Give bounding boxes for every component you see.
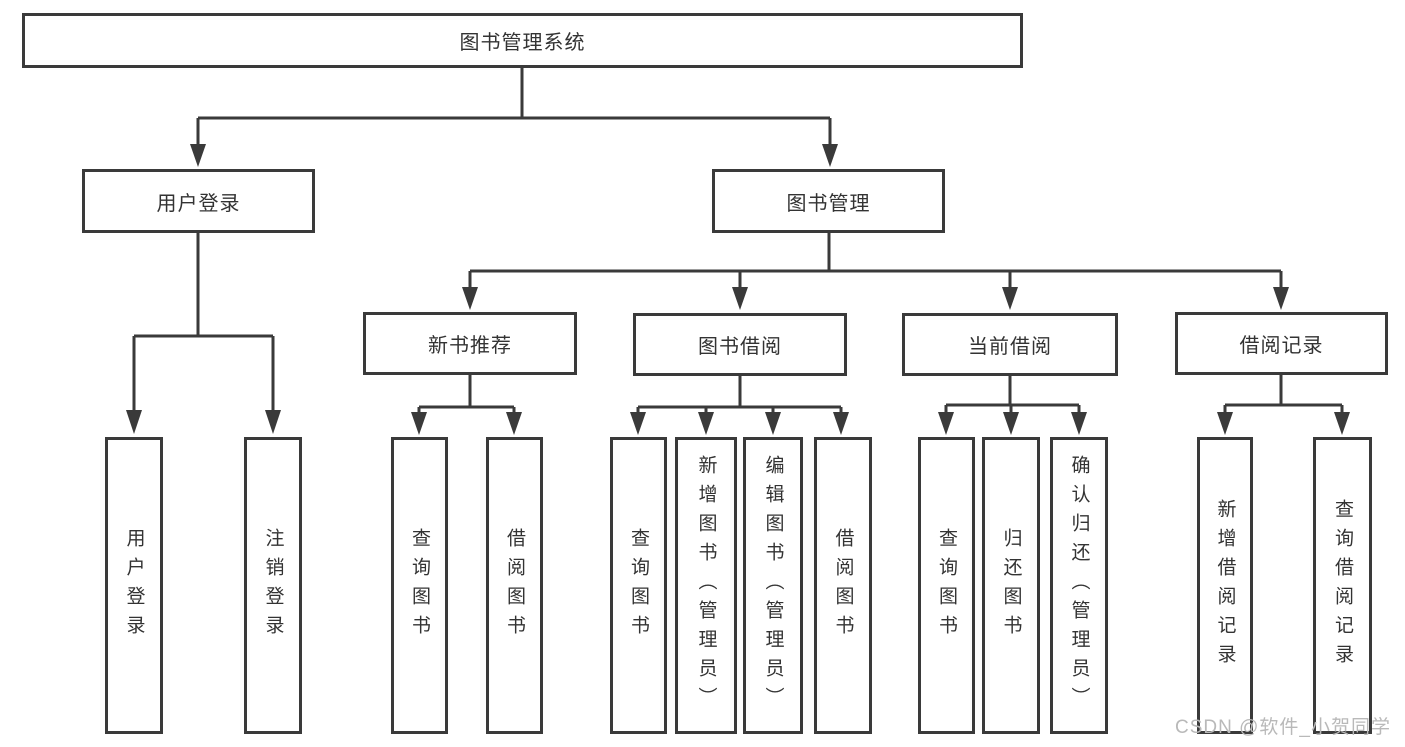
leaf-add-book-admin-label: 新增图书（管理员）: [695, 455, 717, 716]
connector-book-management-children: [462, 233, 1289, 310]
connector-user-login-children: [126, 233, 281, 434]
node-book-management-label: 图书管理: [786, 192, 871, 215]
node-borrow-record: 借阅记录: [1175, 312, 1388, 375]
connector-current-borrow-children: [938, 376, 1087, 435]
node-book-management: 图书管理: [712, 169, 945, 233]
node-root-system: 图书管理系统: [22, 13, 1023, 68]
node-root-label: 图书管理系统: [459, 32, 586, 54]
leaf-borrow-query-book-label: 查询图书: [628, 527, 649, 644]
connector-borrow-record-children: [1217, 375, 1350, 435]
leaf-query-borrow-record-label: 查询借阅记录: [1332, 498, 1353, 673]
node-current-borrow-label: 当前借阅: [968, 336, 1052, 358]
leaf-borrow-book-label: 借阅图书: [832, 527, 854, 644]
node-book-borrow-label: 图书借阅: [698, 336, 782, 358]
node-book-borrow: 图书借阅: [633, 313, 847, 376]
leaf-confirm-return-admin-label: 确认归还（管理员）: [1068, 455, 1090, 716]
leaf-edit-book-admin-label: 编辑图书（管理员）: [762, 455, 784, 716]
connector-root-to-level2: [190, 68, 838, 167]
leaf-recommend-borrow-book: 借阅图书: [486, 437, 543, 734]
leaf-recommend-query-book: 查询图书: [391, 437, 448, 734]
leaf-current-query-book: 查询图书: [918, 437, 975, 734]
node-user-login-label: 用户登录: [156, 192, 241, 215]
leaf-query-borrow-record: 查询借阅记录: [1313, 437, 1372, 734]
leaf-recommend-query-book-label: 查询图书: [409, 527, 430, 644]
leaf-add-book-admin: 新增图书（管理员）: [675, 437, 737, 734]
leaf-logout: 注销登录: [244, 437, 302, 734]
leaf-recommend-borrow-book-label: 借阅图书: [504, 527, 525, 644]
leaf-borrow-query-book: 查询图书: [610, 437, 667, 734]
node-new-book-recommend-label: 新书推荐: [428, 335, 512, 357]
node-current-borrow: 当前借阅: [902, 313, 1118, 376]
leaf-return-book: 归还图书: [982, 437, 1040, 734]
node-user-login: 用户登录: [82, 169, 315, 233]
leaf-user-login-label: 用户登录: [123, 527, 145, 644]
leaf-current-query-book-label: 查询图书: [936, 527, 957, 644]
connector-new-book-children: [411, 375, 522, 435]
node-new-book-recommend: 新书推荐: [363, 312, 577, 375]
leaf-return-book-label: 归还图书: [1000, 527, 1022, 644]
node-borrow-record-label: 借阅记录: [1239, 335, 1324, 357]
leaf-add-borrow-record-label: 新增借阅记录: [1214, 498, 1236, 673]
leaf-logout-label: 注销登录: [262, 527, 284, 644]
connector-book-borrow-children: [630, 376, 849, 435]
csdn-watermark: CSDN @软件_小贺同学: [1175, 717, 1391, 738]
leaf-edit-book-admin: 编辑图书（管理员）: [743, 437, 803, 734]
leaf-add-borrow-record: 新增借阅记录: [1197, 437, 1253, 734]
leaf-borrow-book: 借阅图书: [814, 437, 872, 734]
leaf-confirm-return-admin: 确认归还（管理员）: [1050, 437, 1108, 734]
leaf-user-login: 用户登录: [105, 437, 163, 734]
